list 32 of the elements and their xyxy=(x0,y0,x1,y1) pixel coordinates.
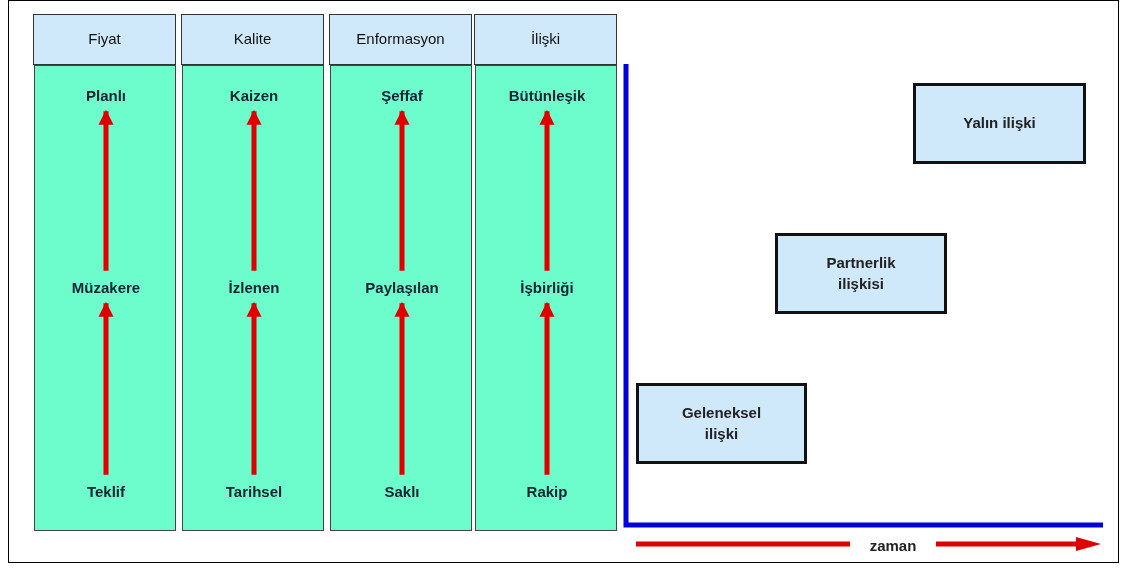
level-label: Rakip xyxy=(476,480,618,504)
arrow xyxy=(539,109,555,271)
arrow xyxy=(246,109,262,271)
arrow xyxy=(98,109,114,271)
stage-box: Geleneksel ilişki xyxy=(636,383,807,464)
column-header: İlişki xyxy=(474,14,617,65)
column-header: Fiyat xyxy=(33,14,176,65)
arrow xyxy=(539,301,555,475)
level-label: Şeffaf xyxy=(331,84,473,108)
column-header: Enformasyon xyxy=(329,14,472,65)
level-label: Saklı xyxy=(331,480,473,504)
stage-box: Partnerlik ilişkisi xyxy=(775,233,947,314)
column-header: Kalite xyxy=(181,14,324,65)
level-label: Teklif xyxy=(35,480,177,504)
level-label: Paylaşılan xyxy=(331,276,473,300)
level-label: Tarihsel xyxy=(183,480,325,504)
arrow xyxy=(246,301,262,475)
column-panel xyxy=(34,65,176,531)
level-label: Planlı xyxy=(35,84,177,108)
level-label: Bütünleşik xyxy=(476,84,618,108)
level-label: Kaizen xyxy=(183,84,325,108)
level-label: İzlenen xyxy=(183,276,325,300)
arrow xyxy=(394,301,410,475)
arrow xyxy=(394,109,410,271)
level-label: Müzakere xyxy=(35,276,177,300)
level-label: İşbirliği xyxy=(476,276,618,300)
column-panel xyxy=(330,65,472,531)
column-panel xyxy=(475,65,617,531)
stage-box: Yalın ilişki xyxy=(913,83,1086,164)
axis-label: zaman xyxy=(868,536,918,556)
arrow xyxy=(98,301,114,475)
column-panel xyxy=(182,65,324,531)
